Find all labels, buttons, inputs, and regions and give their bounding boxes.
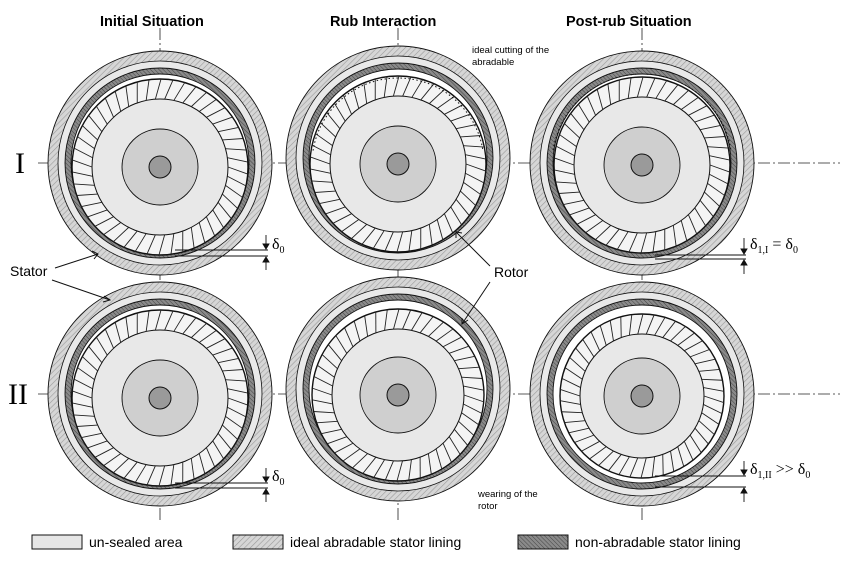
- stator-arrows: [51, 250, 112, 303]
- ideal-cut-arc-post: [552, 73, 732, 150]
- heading-post-rub-situation: Post-rub Situation: [566, 14, 692, 30]
- heading-initial-situation: Initial Situation: [100, 14, 204, 30]
- legend-swatch-nonabradable: [517, 534, 569, 550]
- wheel-initial-i: [47, 50, 273, 276]
- wheel-rub-ii: [285, 276, 511, 502]
- wheel-post-i: [529, 50, 755, 276]
- wearing-note-line2: rotor: [478, 501, 498, 512]
- wheel-initial-ii: [47, 281, 273, 507]
- stator-label: Stator: [10, 263, 48, 279]
- wheel-post-ii: [529, 281, 755, 507]
- legend-label-unsealed: un-sealed area: [89, 534, 183, 550]
- ideal-cutting-note-line1: ideal cutting of the: [472, 45, 549, 56]
- wheel-group: [47, 45, 755, 507]
- rotor-arrows: [455, 231, 491, 325]
- row-label-i: I: [15, 147, 25, 180]
- gap-label-post-i: δ1,I = δ0: [750, 236, 798, 256]
- ideal-cut-arc-rub: [312, 77, 484, 151]
- gap-label-post-ii: δ1,II >> δ0: [750, 461, 810, 481]
- legend-label-abradable: ideal abradable stator lining: [290, 534, 461, 550]
- rotor-label: Rotor: [494, 264, 529, 280]
- legend-swatch-abradable: [232, 534, 284, 550]
- heading-rub-interaction: Rub Interaction: [330, 14, 436, 30]
- gap-label-initial-i: δ0: [272, 236, 285, 256]
- wearing-note-line1: wearing of the: [477, 489, 538, 500]
- legend-label-nonabradable: non-abradable stator lining: [575, 534, 741, 550]
- legend: un-sealed area ideal abradable stator li…: [31, 534, 741, 550]
- legend-swatch-unsealed: [31, 534, 83, 550]
- gap-markers: [175, 235, 748, 502]
- wheel-rub-i: [285, 45, 511, 271]
- row-label-ii: II: [8, 378, 28, 411]
- ideal-cutting-note-line2: abradable: [472, 57, 514, 68]
- gap-label-initial-ii: δ0: [272, 468, 285, 488]
